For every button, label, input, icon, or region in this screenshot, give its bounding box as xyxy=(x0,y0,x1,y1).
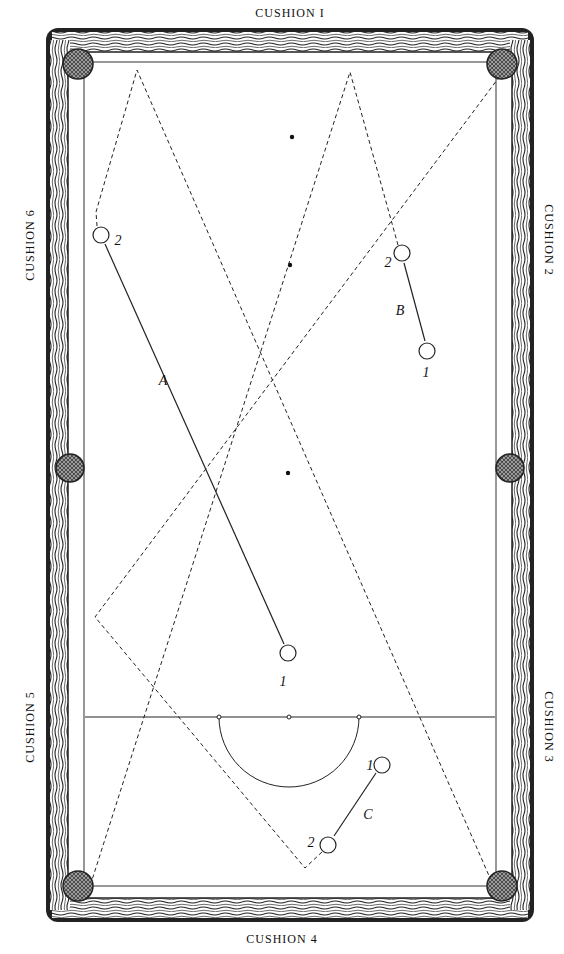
ball-number: 2 xyxy=(115,234,122,248)
table-frame xyxy=(46,28,534,922)
cushion-label: CUSHION 5 xyxy=(24,691,36,762)
ball-number: 1 xyxy=(280,675,287,689)
shot-letter: B xyxy=(396,304,405,318)
pockets xyxy=(56,49,524,901)
ball-number: 2 xyxy=(385,256,392,270)
ball-number: 1 xyxy=(423,366,430,380)
cushion-label: CUSHION 4 xyxy=(246,933,317,945)
cushion-label: CUSHION 3 xyxy=(543,691,555,762)
cushion-label: CUSHION 2 xyxy=(543,204,555,275)
balls xyxy=(93,227,435,853)
cushion-label: CUSHION I xyxy=(255,7,324,19)
shot-letter: C xyxy=(363,808,372,822)
baulk-spots xyxy=(217,715,361,719)
shot-letter: A xyxy=(159,374,168,388)
ball-paths xyxy=(92,70,500,880)
cue-lines xyxy=(105,244,425,836)
cushion-label: CUSHION 6 xyxy=(24,209,36,280)
spots xyxy=(286,135,294,475)
cushion-band xyxy=(68,52,512,898)
table-bed xyxy=(84,62,496,886)
ball-number: 1 xyxy=(367,759,374,773)
baulk-d xyxy=(219,717,359,787)
ball-number: 2 xyxy=(308,836,315,850)
